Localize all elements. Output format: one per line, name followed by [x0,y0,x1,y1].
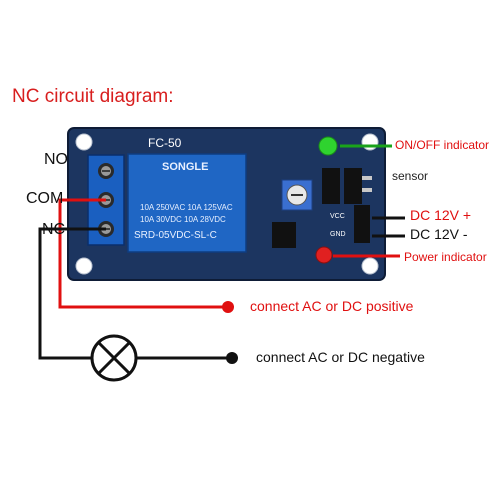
positive-wire [58,198,228,309]
connect-negative-label: connect AC or DC negative [256,349,425,365]
pin-header [322,168,340,204]
screw [98,163,114,179]
mount-hole [361,257,379,275]
diagram-title: NC circuit diagram: [12,86,174,107]
dc-minus-label: DC 12V - [410,226,468,242]
relay-brand: SONGLE [162,161,208,173]
power-header [354,205,370,243]
terminal-label-nc: NC [42,221,66,238]
power-led [315,246,333,264]
board-model: FC-50 [148,136,182,150]
terminal-label-no: NO [44,151,68,168]
nc-wire [38,227,106,360]
relay-part-number: SRD-05VDC-SL-C [134,230,217,241]
gnd-pin-label: GND [330,231,346,238]
on-off-led [318,136,338,156]
power-indicator-label: Power indicator [404,250,487,264]
mount-hole [75,133,93,151]
wiring [38,198,238,382]
mount-hole [75,257,93,275]
on-off-indicator-label: ON/OFF indicator [395,138,490,152]
vcc-pin-label: VCC [330,213,345,220]
connect-positive-label: connect AC or DC positive [250,298,414,314]
dc-plus-label: DC 12V + [410,207,472,223]
relay-rating-line2: 10A 30VDC 10A 28VDC [140,215,226,224]
positive-terminal-dot [222,301,234,313]
mount-hole [361,133,379,151]
annotation-lines [333,144,405,258]
ic-chip [272,222,296,248]
relay [127,153,247,253]
relay-rating-line1: 10A 250VAC 10A 125VAC [140,203,233,212]
negative-terminal-dot [226,352,238,364]
relay-module-board: FC-50 SONGLE 10A 250VAC 10A 125VAC 10A 3… [67,127,386,281]
terminal-label-com: COM [26,190,64,207]
sensor-header [344,168,362,204]
sensor-label: sensor [392,169,429,183]
